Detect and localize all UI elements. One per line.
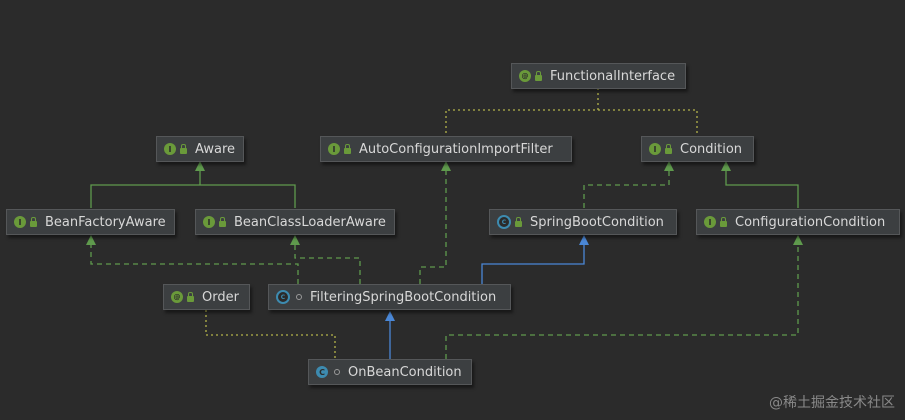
node-bean-class-loader-aware[interactable]: I BeanClassLoaderAware (195, 209, 395, 235)
implements-link-condition (583, 168, 670, 208)
annotation-icon: @ (171, 291, 183, 303)
node-label: FunctionalInterface (550, 68, 676, 84)
extends-link-aware (90, 168, 296, 208)
arrowhead-bean-factory-aware (86, 235, 96, 245)
public-lock-icon (30, 216, 37, 227)
node-label: FilteringSpringBootCondition (310, 289, 497, 305)
public-lock-icon (180, 143, 187, 154)
public-lock-icon (187, 291, 194, 302)
node-filtering-spring-boot-condition[interactable]: C FilteringSpringBootCondition (268, 284, 511, 310)
arrowhead-condition-left (664, 161, 674, 171)
node-label: ConfigurationCondition (735, 214, 886, 230)
implements-link-bean-factory-aware (90, 242, 299, 284)
interface-icon: I (14, 216, 26, 228)
class-icon: C (316, 366, 328, 378)
node-label: Order (202, 289, 239, 305)
arrowhead-configuration-condition (793, 235, 803, 245)
annotation-icon: @ (519, 70, 531, 82)
interface-icon: I (704, 216, 716, 228)
node-configuration-condition[interactable]: I ConfigurationCondition (696, 209, 900, 235)
interface-icon: I (203, 216, 215, 228)
interface-icon: I (649, 143, 661, 155)
annotation-link-functional-interface (445, 88, 698, 135)
node-label: BeanFactoryAware (45, 214, 166, 230)
interface-icon: I (328, 143, 340, 155)
public-lock-icon (665, 143, 672, 154)
node-label: Aware (195, 141, 236, 157)
node-label: AutoConfigurationImportFilter (359, 141, 553, 157)
watermark-text: @稀土掘金技术社区 (769, 395, 895, 411)
node-label: OnBeanCondition (348, 364, 462, 380)
node-aware[interactable]: I Aware (156, 136, 244, 162)
package-private-icon (296, 294, 302, 300)
arrowhead-filtering-condition (385, 311, 395, 321)
arrowhead-spring-boot-condition (579, 235, 589, 245)
interface-icon: I (164, 143, 176, 155)
public-lock-icon (344, 143, 351, 154)
node-condition[interactable]: I Condition (641, 136, 754, 162)
public-lock-icon (219, 216, 226, 227)
node-functional-interface[interactable]: @ FunctionalInterface (511, 63, 686, 89)
node-bean-factory-aware[interactable]: I BeanFactoryAware (6, 209, 175, 235)
arrowhead-condition-right (721, 161, 731, 171)
annotation-link-order (205, 310, 336, 359)
node-label: SpringBootCondition (530, 214, 664, 230)
arrowhead-bean-class-loader-aware (290, 235, 300, 245)
implements-link-bean-class-loader-aware (294, 242, 361, 284)
implements-link-configuration-condition (445, 242, 799, 359)
public-lock-icon (515, 216, 522, 227)
node-label: BeanClassLoaderAware (234, 214, 386, 230)
node-auto-configuration-import-filter[interactable]: I AutoConfigurationImportFilter (320, 136, 572, 162)
package-private-icon (334, 369, 340, 375)
node-on-bean-condition[interactable]: C OnBeanCondition (308, 359, 472, 385)
extends-link-condition (725, 168, 799, 208)
public-lock-icon (720, 216, 727, 227)
node-spring-boot-condition[interactable]: C SpringBootCondition (489, 209, 677, 235)
extends-link-spring-boot-condition (481, 242, 585, 284)
public-lock-icon (535, 70, 542, 81)
abstract-class-icon: C (276, 290, 290, 304)
arrowhead-aware (195, 161, 205, 171)
abstract-class-icon: C (497, 215, 511, 229)
node-order[interactable]: @ Order (163, 284, 250, 310)
arrowhead-auto-config-filter (441, 161, 451, 171)
node-label: Condition (680, 141, 743, 157)
implements-link-auto-config-filter (419, 168, 447, 284)
